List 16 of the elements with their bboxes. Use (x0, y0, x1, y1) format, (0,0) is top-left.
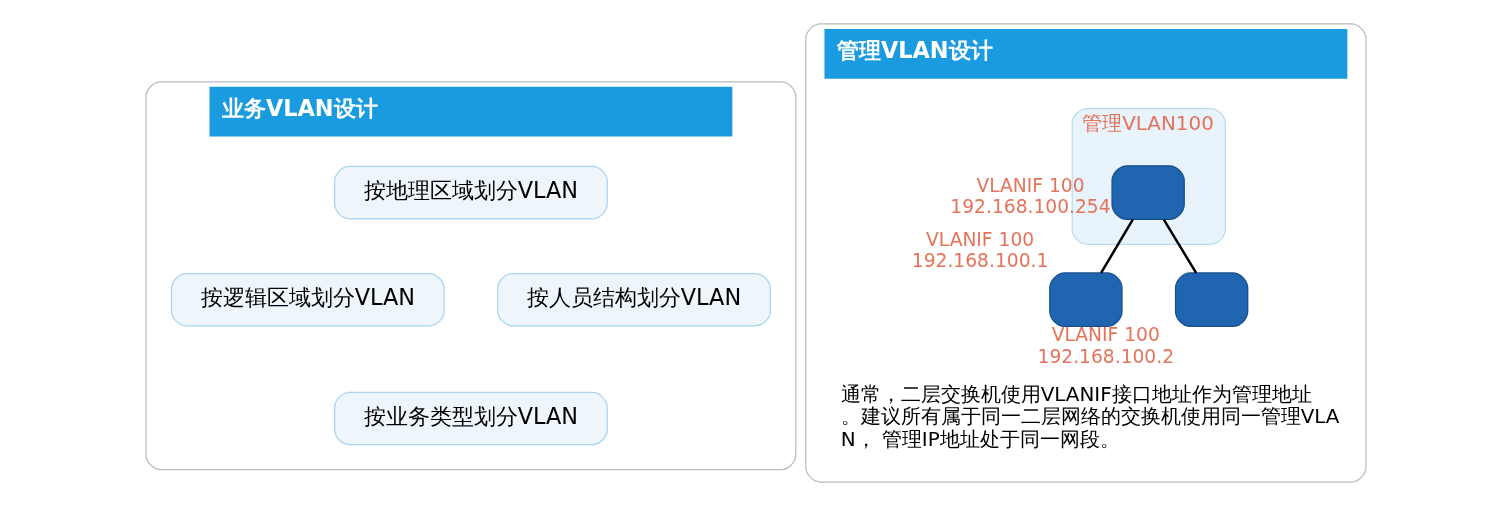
node-label: VLANIF 100 (975, 174, 1085, 196)
node-label: 192.168.100.2 (1037, 345, 1174, 367)
node-box: 按业务类型划分VLAN (333, 391, 608, 445)
node-label: VLANIF 100 (925, 228, 1034, 250)
connector (1162, 218, 1197, 274)
node-box: 按地理区域划分VLAN (333, 165, 608, 219)
node-box (1110, 164, 1185, 220)
connector (1099, 218, 1134, 273)
node-box: 按人员结构划分VLAN (496, 272, 771, 326)
node-box (1048, 271, 1123, 327)
node-label: 192.168.100.254 (949, 195, 1111, 217)
label: 通常，二层交换机使用VLANIF接口地址作为管理地址。建议所有属于同一二层网络的交换机使用同一管理VLAN， 管理IP地址处于同一网段。 (840, 382, 1339, 451)
node-box: 按逻辑区域划分VLAN (170, 272, 445, 326)
node-box (1174, 271, 1248, 327)
node-label: VLANIF 100 (1051, 323, 1160, 345)
node-label: 192.168.100.1 (911, 249, 1048, 271)
